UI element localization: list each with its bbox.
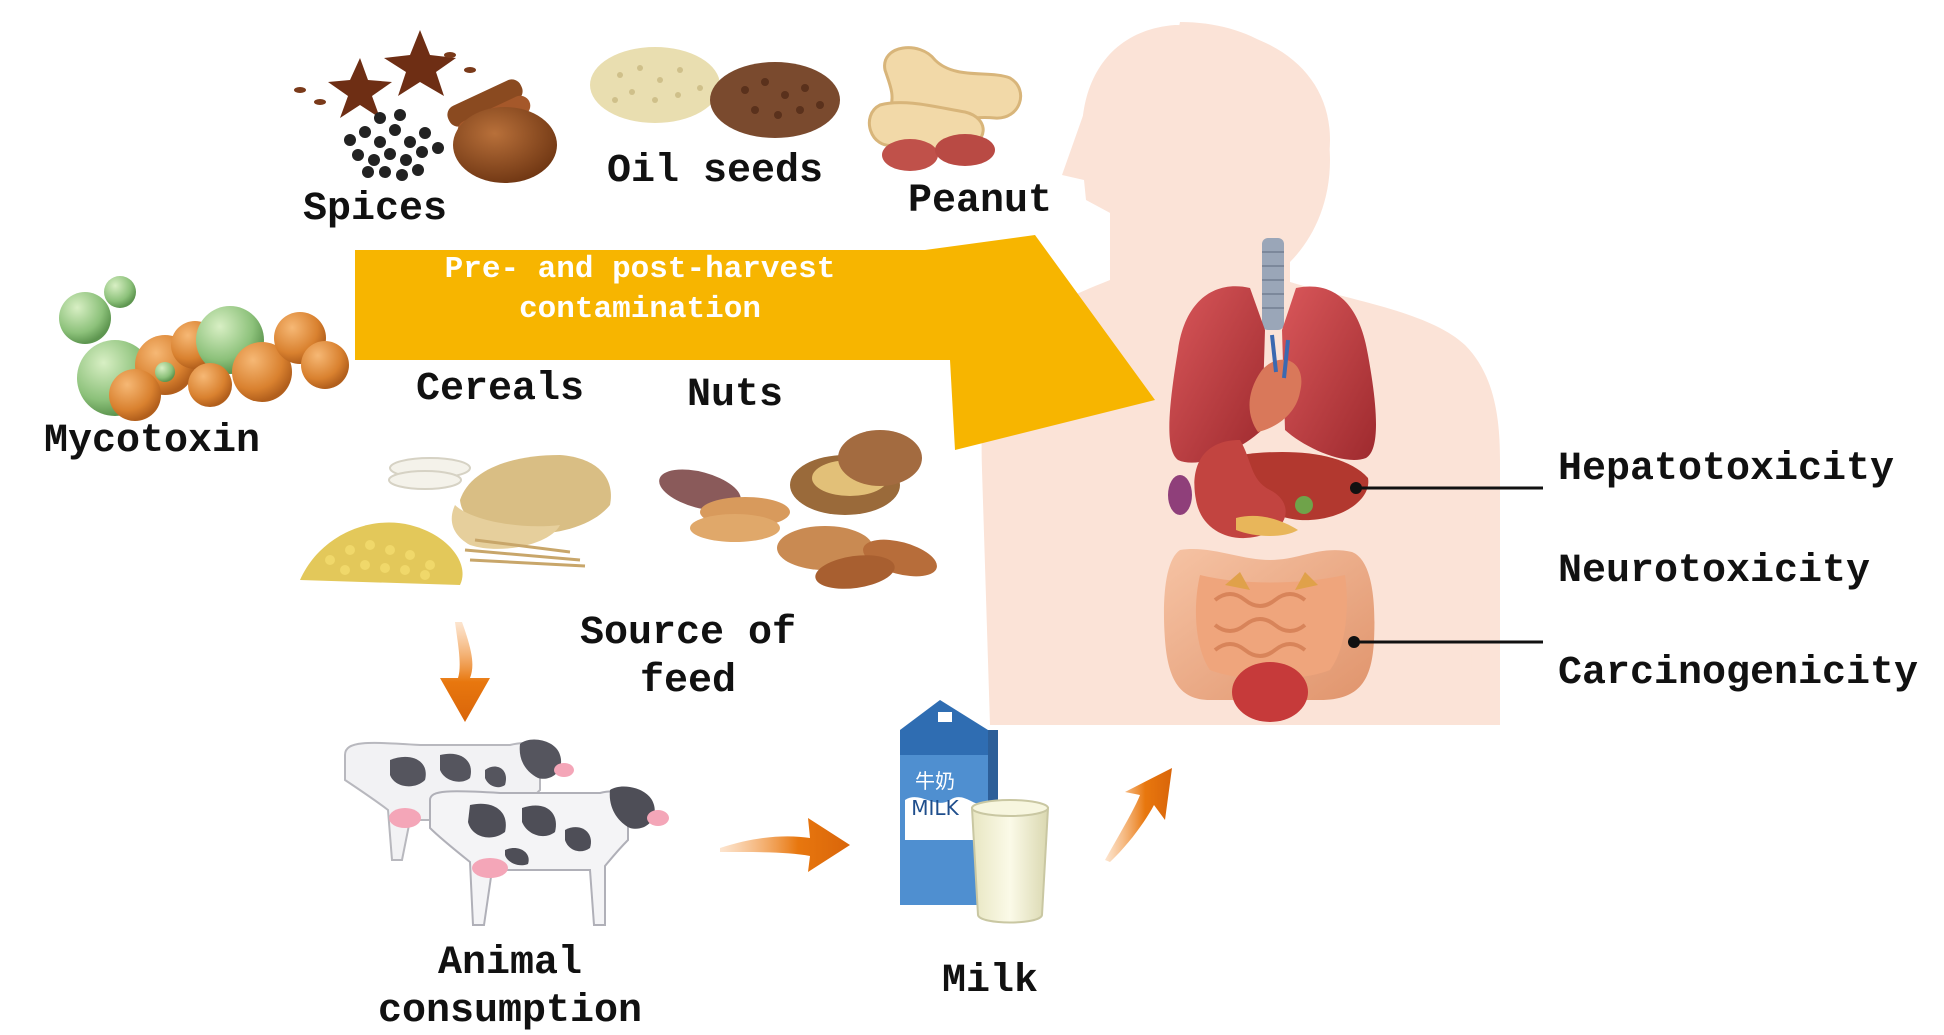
- cow-front-icon: [430, 786, 669, 925]
- cereals-icon: [300, 455, 611, 585]
- carton-text-chinese: 牛奶: [915, 769, 955, 793]
- label-milk: Milk: [920, 958, 1060, 1006]
- label-nuts: Nuts: [670, 372, 800, 420]
- carton-text-milk: MILK: [911, 796, 959, 820]
- kidney-icon: [1168, 475, 1192, 515]
- effect-neurotoxicity: Neurotoxicity: [1558, 548, 1870, 596]
- label-mycotoxin: Mycotoxin: [44, 418, 260, 466]
- label-peanut: Peanut: [895, 178, 1065, 226]
- cows-icon: [345, 740, 669, 925]
- milk-glass-icon: [972, 800, 1048, 923]
- right-arrow-icon: [720, 818, 850, 872]
- down-arrow-icon: [440, 622, 490, 722]
- label-animal-consumption: Animal consumption: [350, 940, 670, 1035]
- up-arrow-icon: [1105, 768, 1172, 862]
- oil-seeds-icon: [590, 47, 840, 138]
- organs-icon: [1164, 238, 1376, 722]
- spices-icon: [294, 30, 557, 183]
- banner-line2: contamination: [350, 290, 930, 330]
- effect-carcinogenicity: Carcinogenicity: [1558, 650, 1918, 698]
- label-feed-line2: feed: [548, 658, 828, 706]
- label-spices: Spices: [290, 186, 460, 234]
- peanut-icon: [869, 48, 1020, 171]
- label-oil-seeds: Oil seeds: [590, 148, 840, 196]
- label-animal-line2: consumption: [350, 988, 670, 1035]
- banner-line1: Pre- and post-harvest: [350, 250, 930, 290]
- contamination-banner: Pre- and post-harvest contamination: [350, 250, 930, 330]
- label-cereals: Cereals: [400, 366, 600, 414]
- effect-hepatotoxicity: Hepatotoxicity: [1558, 446, 1894, 494]
- mycotoxin-spores-icon: [59, 276, 349, 421]
- label-animal-line1: Animal: [350, 940, 670, 988]
- nuts-icon: [655, 430, 941, 593]
- label-source-of-feed: Source of feed: [548, 610, 828, 706]
- label-feed-line1: Source of: [548, 610, 828, 658]
- milk-icon: 牛奶 MILK: [900, 700, 1048, 923]
- bladder-icon: [1232, 662, 1308, 722]
